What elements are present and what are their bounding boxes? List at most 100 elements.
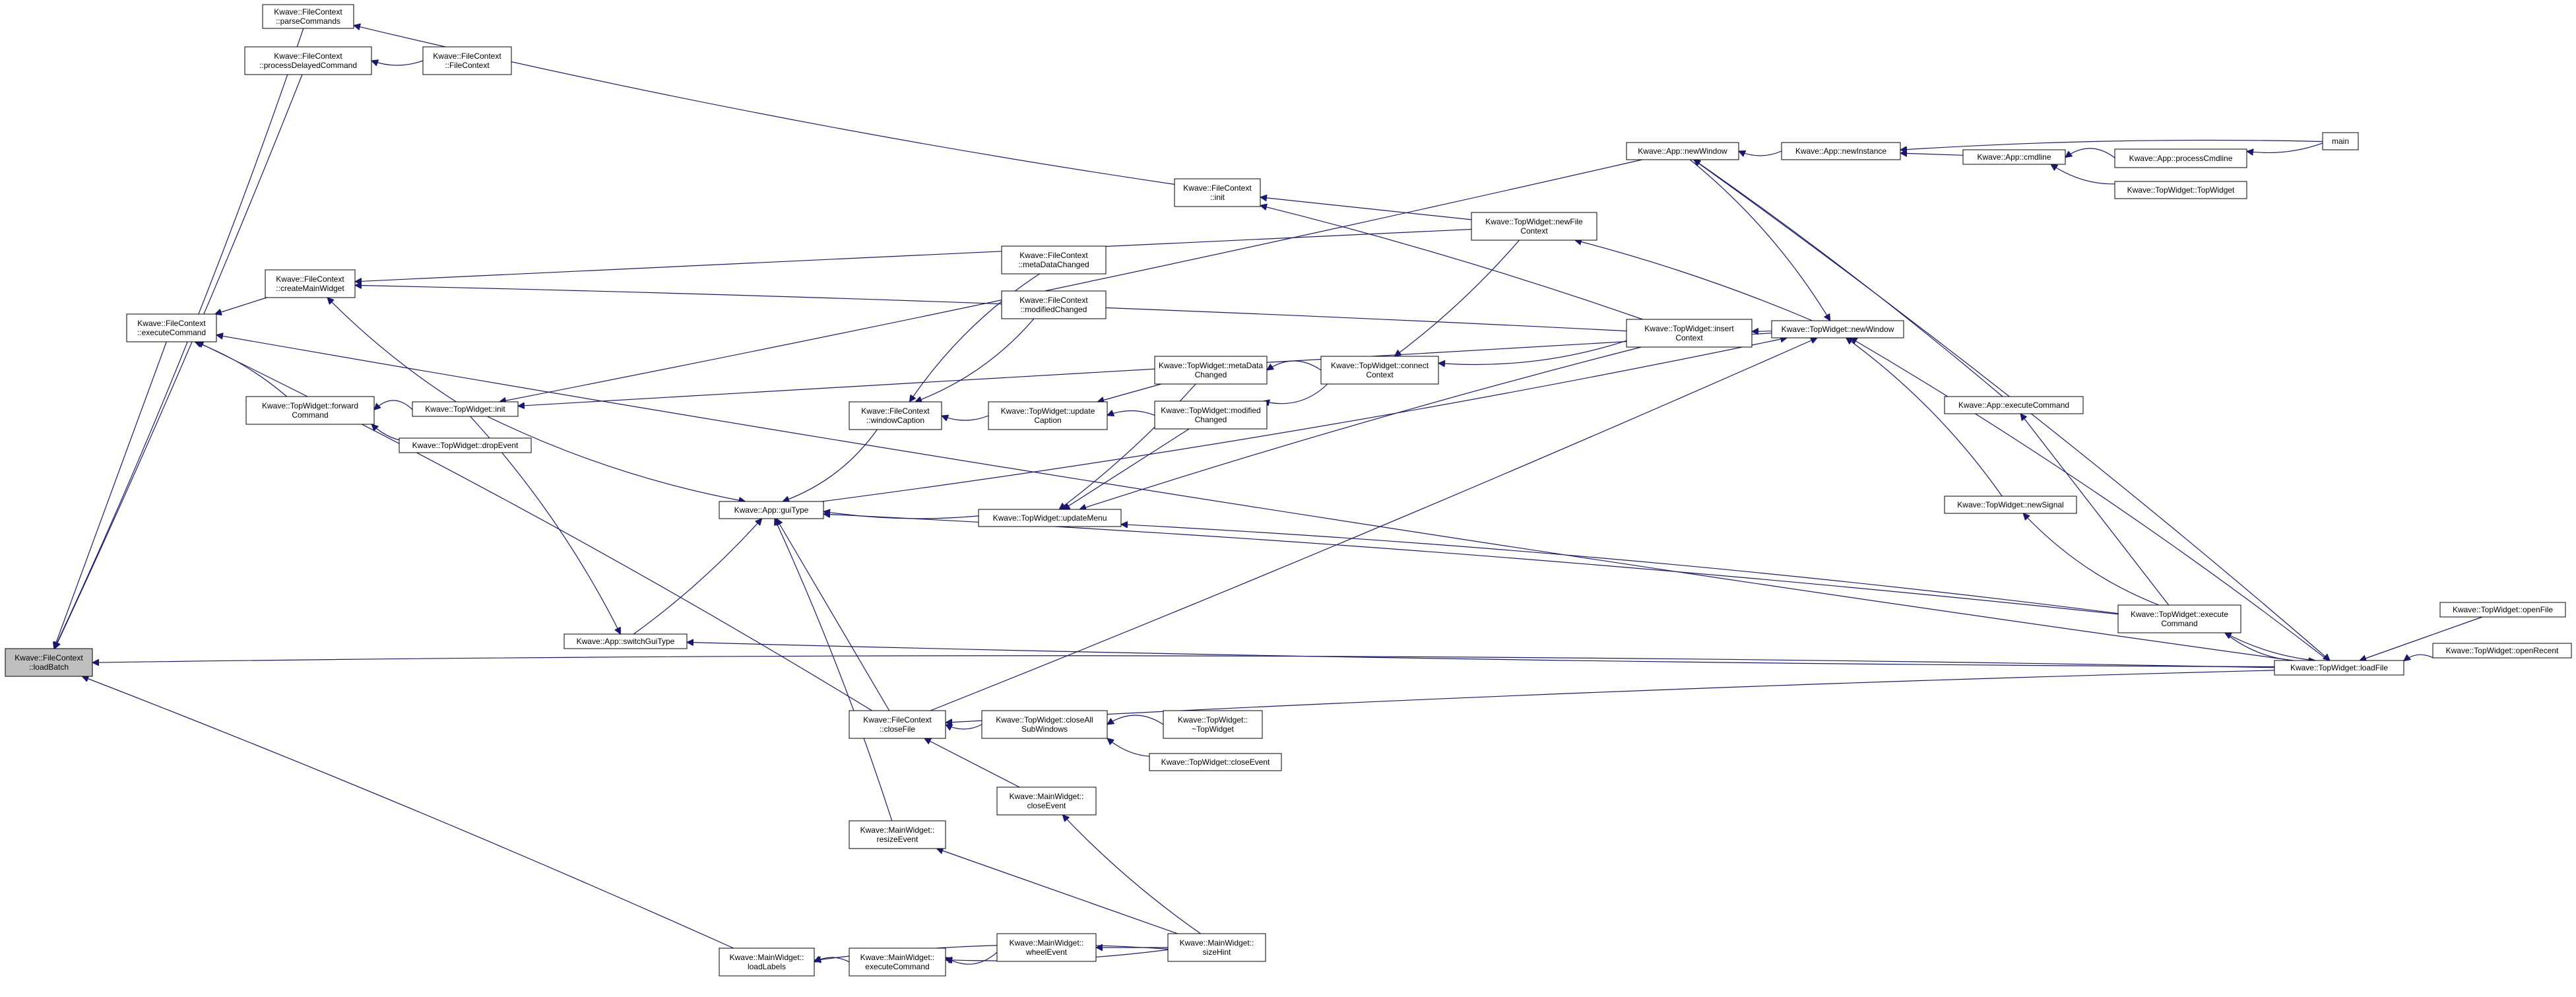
function-node-twInit[interactable]: Kwave::TopWidget::init	[412, 401, 519, 417]
call-edge-twNewFileCtx-to-twConnect	[1395, 240, 1520, 356]
function-node-fcWindowCaption[interactable]: Kwave::FileContext::windowCaption	[849, 401, 942, 430]
node-box	[5, 648, 93, 677]
node-label: Kwave::TopWidget::modified	[1161, 406, 1260, 415]
function-node-mwCloseEvent[interactable]: Kwave::MainWidget::closeEvent	[996, 787, 1097, 816]
function-node-twOpenRecent[interactable]: Kwave::TopWidget::openRecent	[2432, 643, 2572, 659]
node-box	[2274, 660, 2404, 676]
node-label: Kwave::TopWidget::newFile	[1485, 217, 1583, 226]
node-label: ::parseCommands	[276, 16, 340, 26]
function-node-mwExecute[interactable]: Kwave::MainWidget::executeCommand	[849, 948, 946, 977]
node-label: Kwave::MainWidget::	[860, 825, 935, 835]
function-node-fcExecute[interactable]: Kwave::FileContext::executeCommand	[126, 313, 217, 342]
function-node-twTopWidget[interactable]: Kwave::TopWidget::TopWidget	[2114, 181, 2247, 199]
node-box	[981, 710, 1108, 739]
node-label: Kwave::MainWidget::	[860, 953, 935, 962]
node-label: Kwave::FileContext	[15, 653, 83, 662]
function-node-fcFileContext[interactable]: Kwave::FileContext::FileContext	[422, 46, 512, 75]
node-box	[2432, 643, 2572, 659]
function-node-appGuiType[interactable]: Kwave::App::guiType	[719, 501, 824, 519]
node-box	[399, 437, 532, 453]
node-box	[1781, 142, 1901, 160]
call-edge-twInsertCtx-to-twConnect	[1438, 340, 1627, 364]
function-node-loadBatch[interactable]: Kwave::FileContext::loadBatch	[5, 648, 93, 677]
function-node-twDestructor[interactable]: Kwave::TopWidget::~TopWidget	[1163, 710, 1263, 739]
function-node-appCmdline[interactable]: Kwave::App::cmdline	[1962, 149, 2066, 165]
function-node-appNewWindow[interactable]: Kwave::App::newWindow	[1626, 142, 1739, 160]
node-box	[1174, 178, 1261, 207]
node-label: Kwave::TopWidget::loadFile	[2290, 663, 2388, 672]
node-label: Kwave::FileContext	[1019, 296, 1088, 305]
node-label: ::createMainWidget	[276, 284, 344, 293]
function-node-main[interactable]: main	[2322, 132, 2359, 150]
function-node-twModified[interactable]: Kwave::TopWidget::modifiedChanged	[1154, 401, 1268, 430]
function-node-fcCloseFile[interactable]: Kwave::FileContext::closeFile	[849, 710, 946, 739]
call-edge-appExecute-to-appNewWindow	[1694, 160, 2003, 397]
call-edge-twExecute-to-twUpdateMenu	[1121, 525, 2119, 614]
function-node-appExecute[interactable]: Kwave::App::executeCommand	[1944, 396, 2084, 414]
call-edge-fcCreateMain-to-fcExecute	[215, 297, 267, 314]
function-node-processDelayed[interactable]: Kwave::FileContext::processDelayedComman…	[244, 46, 372, 75]
function-node-twOpenFile[interactable]: Kwave::TopWidget::openFile	[2439, 602, 2566, 618]
function-node-twNewSignal[interactable]: Kwave::TopWidget::newSignal	[1944, 496, 2077, 514]
node-box	[2322, 132, 2359, 150]
function-node-appProcessCmdline[interactable]: Kwave::App::processCmdline	[2114, 148, 2247, 168]
node-box	[2117, 604, 2241, 633]
function-node-twCloseEvent[interactable]: Kwave::TopWidget::closeEvent	[1149, 753, 1282, 771]
node-label: ::modifiedChanged	[1021, 305, 1087, 314]
call-edge-appGuiType-to-twNewWindow	[821, 338, 1787, 502]
call-edge-appSwitchGui-to-appGuiType	[633, 519, 761, 635]
node-box	[988, 401, 1108, 430]
function-node-appSwitchGui[interactable]: Kwave::App::switchGuiType	[564, 633, 688, 649]
call-edge-fcExecute-to-loadBatch	[54, 341, 167, 649]
function-node-twExecute[interactable]: Kwave::TopWidget::executeCommand	[2117, 604, 2241, 633]
call-edge-twNewFileCtx-to-fcCreateMain	[355, 228, 1472, 282]
node-label: ::windowCaption	[866, 416, 924, 425]
function-node-twDropEvent[interactable]: Kwave::TopWidget::dropEvent	[399, 437, 532, 453]
function-node-fcMetaData[interactable]: Kwave::FileContext::metaDataChanged	[1001, 245, 1107, 274]
function-node-parseCommands[interactable]: Kwave::FileContext::parseCommands	[262, 4, 354, 29]
node-box	[1471, 212, 1597, 241]
node-label: ::metaDataChanged	[1018, 260, 1089, 269]
function-node-fcModified[interactable]: Kwave::FileContext::modifiedChanged	[1001, 290, 1107, 319]
function-node-twLoadFile[interactable]: Kwave::TopWidget::loadFile	[2274, 660, 2404, 676]
call-edges	[54, 25, 2483, 965]
function-node-twMetaData[interactable]: Kwave::TopWidget::metaDataChanged	[1154, 356, 1268, 385]
node-box	[422, 46, 512, 75]
call-edge-appNewWindow-to-twInit	[499, 159, 1642, 402]
function-node-mwSizeHint[interactable]: Kwave::MainWidget::sizeHint	[1167, 933, 1266, 962]
function-node-appNewInstance[interactable]: Kwave::App::newInstance	[1781, 142, 1901, 160]
node-label: Command	[292, 410, 328, 420]
node-label: Context	[1520, 226, 1548, 236]
function-node-mwResize[interactable]: Kwave::MainWidget::resizeEvent	[849, 820, 946, 849]
node-box	[1320, 356, 1439, 385]
call-edge-fcCloseFile-to-twNewWindow	[930, 338, 1817, 711]
call-edge-twMetaData-to-twUpdateCaption	[1097, 383, 1161, 402]
function-node-mwWheel[interactable]: Kwave::MainWidget::wheelEvent	[996, 933, 1097, 962]
node-label: Kwave::App::newInstance	[1795, 146, 1886, 156]
node-label: wheelEvent	[1025, 948, 1068, 957]
node-label: Kwave::App::newWindow	[1638, 146, 1727, 156]
node-box	[1154, 401, 1268, 430]
node-label: Kwave::TopWidget::dropEvent	[412, 441, 519, 450]
node-label: Kwave::App::switchGuiType	[577, 637, 675, 646]
function-node-mwLoadLabels[interactable]: Kwave::MainWidget::loadLabels	[719, 948, 815, 977]
call-edge-twNewSignal-to-twNewWindow	[1846, 338, 2003, 497]
node-label: resizeEvent	[877, 835, 918, 844]
node-label: ::closeFile	[880, 724, 915, 734]
node-label: Changed	[1195, 415, 1227, 424]
function-node-twNewWindow[interactable]: Kwave::TopWidget::newWindow	[1771, 320, 1904, 338]
node-label: Kwave::App::cmdline	[1977, 152, 2051, 162]
node-box	[1001, 245, 1107, 274]
call-edge-twOpenRecent-to-twLoadFile	[2404, 655, 2433, 661]
function-node-fcCreateMain[interactable]: Kwave::FileContext::createMainWidget	[265, 269, 356, 298]
node-box	[262, 4, 354, 29]
function-node-fcInit[interactable]: Kwave::FileContext::init	[1174, 178, 1261, 207]
function-node-twUpdateMenu[interactable]: Kwave::TopWidget::updateMenu	[978, 509, 1122, 527]
